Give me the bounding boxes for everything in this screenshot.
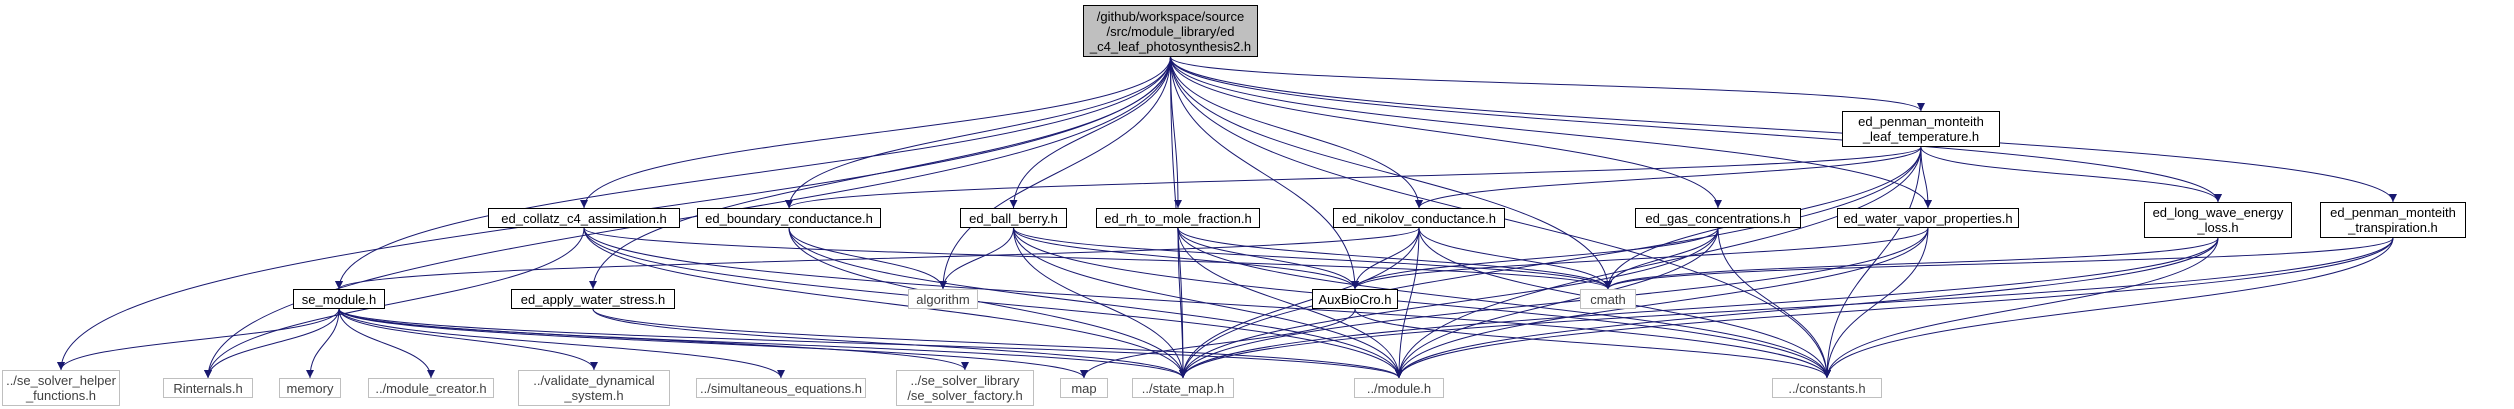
node-penman-leaf-temperature[interactable]: ed_penman_monteith _leaf_temperature.h — [1842, 111, 2000, 147]
edge-ball-berry-to-state-map — [1013, 227, 1187, 379]
edge-se-module-to-map — [338, 308, 1088, 379]
edge-penman-transp-to-constants — [1823, 237, 2394, 379]
node-validate-dynamical-system: ../validate_dynamical _system.h — [518, 370, 670, 406]
edge-apply-water-to-state-map — [592, 308, 1187, 379]
edge-penman-transp-to-module — [1395, 237, 2394, 379]
edge-collatz-to-rinternals — [204, 227, 585, 379]
node-long-wave-energy-loss[interactable]: ed_long_wave_energy _loss.h — [2144, 202, 2292, 238]
edge-se-module-to-se-solver-factory — [338, 308, 969, 371]
node-ball-berry[interactable]: ed_ball_berry.h — [960, 208, 1067, 228]
edge-root-to-penman-leaf — [1170, 56, 1925, 112]
edge-nikolov-to-module — [1395, 227, 1420, 379]
node-simultaneous-equations: ../simultaneous_equations.h — [696, 378, 866, 398]
node-penman-monteith-transpiration[interactable]: ed_penman_monteith _transpiration.h — [2320, 202, 2466, 238]
edge-root-to-auxbiocro — [1170, 56, 1359, 290]
edge-rh-mole-to-module — [1177, 227, 1403, 379]
node-water-vapor-properties[interactable]: ed_water_vapor_properties.h — [1837, 208, 2019, 228]
edge-long-wave-to-cmath — [1604, 237, 2219, 290]
edge-root-to-penman-transp — [1170, 56, 2397, 203]
node-module-creator: ../module_creator.h — [368, 378, 494, 398]
node-se-solver-factory: ../se_solver_library /se_solver_factory.… — [896, 370, 1034, 406]
edge-root-to-algorithm — [939, 56, 1171, 290]
node-module: ../module.h — [1354, 378, 1444, 398]
node-memory: memory — [279, 378, 341, 398]
edge-penman-leaf-to-state-map — [1179, 146, 1922, 379]
edge-root-to-rh-mole — [1170, 56, 1182, 209]
edge-root-to-gas-conc — [1170, 56, 1722, 209]
node-root-header: /github/workspace/source /src/module_lib… — [1083, 5, 1258, 57]
edge-root-to-ball-berry — [1009, 56, 1171, 209]
edge-se-module-to-module-creator — [338, 308, 435, 379]
edge-gas-conc-to-auxbiocro — [1351, 227, 1719, 290]
edge-auxbiocro-to-map — [1080, 308, 1356, 379]
edge-ball-berry-to-algorithm — [939, 227, 1014, 290]
edge-root-to-cmath — [1170, 56, 1612, 290]
edge-nikolov-to-auxbiocro — [1351, 227, 1420, 290]
node-se-solver-helper-functions: ../se_solver_helper _functions.h — [2, 370, 120, 406]
edge-penman-leaf-to-long-wave — [1920, 146, 2222, 203]
node-auxbiocro[interactable]: AuxBioCro.h — [1312, 289, 1398, 309]
edge-water-vapor-to-module — [1395, 227, 1929, 379]
edge-penman-transp-to-cmath — [1604, 237, 2394, 290]
node-constants: ../constants.h — [1772, 378, 1882, 398]
edge-nikolov-to-state-map — [1179, 227, 1420, 379]
edge-se-module-to-simultaneous — [338, 308, 785, 379]
edge-se-module-to-se-solver-helper — [57, 308, 340, 371]
edge-ball-berry-to-cmath — [1013, 227, 1612, 290]
edge-rh-mole-to-auxbiocro — [1177, 227, 1359, 290]
node-nikolov-conductance[interactable]: ed_nikolov_conductance.h — [1333, 208, 1505, 228]
edge-long-wave-to-state-map — [1179, 237, 2219, 379]
edge-rh-mole-to-constants — [1177, 227, 1831, 379]
edge-root-to-long-wave — [1170, 56, 2222, 203]
edge-ball-berry-to-auxbiocro — [1013, 227, 1359, 290]
node-rh-to-mole-fraction[interactable]: ed_rh_to_mole_fraction.h — [1096, 208, 1260, 228]
edge-boundary-to-module — [788, 227, 1403, 379]
edge-se-module-to-validate — [338, 308, 598, 371]
edge-gas-conc-to-state-map — [1179, 227, 1719, 379]
edge-rh-mole-to-cmath — [1177, 227, 1612, 290]
edge-root-to-water-vapor — [1170, 56, 1932, 209]
edge-water-vapor-to-state-map — [1179, 227, 1929, 379]
edge-collatz-to-module — [583, 227, 1403, 379]
edge-root-to-apply-water — [589, 56, 1171, 290]
edge-water-vapor-to-auxbiocro — [1351, 227, 1929, 290]
edge-long-wave-to-constants — [1823, 237, 2219, 379]
edge-nikolov-to-cmath — [1418, 227, 1612, 290]
edge-gas-conc-to-cmath — [1604, 227, 1719, 290]
edge-se-module-to-rinternals — [204, 308, 340, 379]
node-se-module[interactable]: se_module.h — [293, 289, 385, 309]
edge-penman-leaf-to-nikolov — [1415, 146, 1922, 209]
edge-ball-berry-to-module — [1013, 227, 1403, 379]
node-cmath: cmath — [1580, 289, 1636, 309]
edge-collatz-to-cmath — [583, 227, 1612, 290]
edge-long-wave-to-module — [1395, 237, 2219, 379]
edge-ball-berry-to-constants — [1013, 227, 1831, 379]
edge-root-to-se-module — [335, 56, 1171, 290]
edge-root-to-nikolov — [1170, 56, 1423, 209]
edge-root-to-collatz — [580, 56, 1171, 209]
edge-root-to-boundary — [785, 56, 1171, 209]
node-boundary-conductance[interactable]: ed_boundary_conductance.h — [697, 208, 881, 228]
node-map: map — [1060, 378, 1108, 398]
edge-nikolov-to-se-module — [335, 227, 1420, 290]
edge-penman-transp-to-state-map — [1179, 237, 2394, 379]
node-algorithm: algorithm — [908, 289, 978, 309]
node-gas-concentrations[interactable]: ed_gas_concentrations.h — [1635, 208, 1801, 228]
edge-auxbiocro-to-constants — [1354, 308, 1831, 379]
node-collatz-c4-assimilation[interactable]: ed_collatz_c4_assimilation.h — [488, 208, 680, 228]
edge-apply-water-to-module — [592, 308, 1403, 379]
edge-root-to-rinternals — [204, 56, 1171, 379]
node-state-map: ../state_map.h — [1132, 378, 1234, 398]
node-rinternals: Rinternals.h — [163, 378, 253, 398]
edge-penman-leaf-to-module — [1395, 146, 1922, 379]
edge-se-module-to-module — [338, 308, 1403, 379]
edge-se-module-to-memory — [306, 308, 340, 379]
edge-penman-leaf-to-constants — [1823, 146, 1922, 379]
node-apply-water-stress[interactable]: ed_apply_water_stress.h — [511, 289, 675, 309]
edge-se-module-to-state-map — [338, 308, 1187, 379]
edge-penman-leaf-to-boundary — [785, 146, 1922, 209]
